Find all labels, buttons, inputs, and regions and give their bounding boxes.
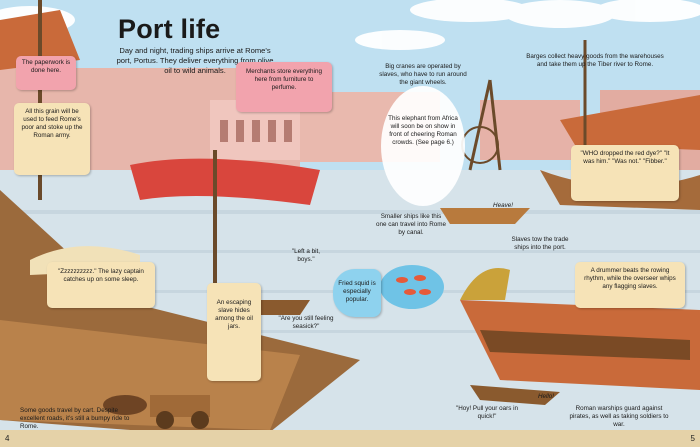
flap-grain: All this grain will be used to feed Rome… <box>14 103 90 175</box>
caption-smaller-ships: Smaller ships like this one can travel i… <box>375 213 446 236</box>
flap-grain-text: All this grain will be used to feed Rome… <box>21 108 83 139</box>
flap-fried-squid: Fried squid is especially popular. <box>333 269 381 317</box>
caption-cart: Some goods travel by cart. Despite excel… <box>20 407 130 430</box>
flap-red-dye: "WHO dropped the red dye?" "It was him."… <box>571 145 679 201</box>
rowboat-bottom <box>470 385 560 405</box>
caption-barges: Barges collect heavy goods from the ware… <box>526 53 664 68</box>
elephant-bubble <box>381 86 465 206</box>
flap-drummer: A drummer beats the rowing rhythm, while… <box>575 262 685 308</box>
caption-left-bit: "Left a bit, boys." <box>291 248 321 263</box>
page-number-left: 4 <box>5 434 10 443</box>
caption-hello: Hello! <box>537 393 555 400</box>
flap-escaping-slave-text: An escaping slave hides among the oil ja… <box>215 299 253 330</box>
caption-warships: Roman warships guard against pirates, as… <box>569 405 669 428</box>
flap-escaping-slave: An escaping slave hides among the oil ja… <box>207 283 261 381</box>
intro-text: Day and night, trading ships arrive at R… <box>116 46 274 75</box>
flap-captain: "Zzzzzzzzzz." The lazy captain catches u… <box>47 262 155 308</box>
rowing-boat-center <box>245 300 310 315</box>
warship <box>460 268 700 390</box>
flap-paperwork-text: The paperwork is done here. <box>21 59 71 74</box>
flap-drummer-text: A drummer beats the rowing rhythm, while… <box>584 267 676 290</box>
page-title: Port life <box>118 14 221 44</box>
caption-elephant: This elephant from Africa will soon be o… <box>388 115 458 146</box>
flap-captain-text: "Zzzzzzzzzz." The lazy captain catches u… <box>58 268 144 283</box>
flap-red-dye-text: "WHO dropped the red dye?" "It was him."… <box>580 150 670 165</box>
page-number-right: 5 <box>690 434 695 443</box>
caption-seasick: "Are you still feeling seasick?" <box>278 315 334 330</box>
squid-platter <box>380 265 444 309</box>
flap-fried-squid-text: Fried squid is especially popular. <box>338 280 376 303</box>
caption-heave: Heave! <box>493 202 513 209</box>
caption-pull-oars: "Hoy! Pull your oars in quick!" <box>455 405 519 420</box>
horse-cart <box>103 395 210 429</box>
small-ship <box>440 208 530 224</box>
flap-merchants: Merchants store everything here from fur… <box>236 62 332 112</box>
flap-paperwork: The paperwork is done here. <box>16 56 76 90</box>
flap-merchants-text: Merchants store everything here from fur… <box>246 68 322 91</box>
caption-slaves-tow: Slaves tow the trade ships into the port… <box>511 236 569 251</box>
caption-cranes: Big cranes are operated by slaves, who h… <box>379 63 467 86</box>
